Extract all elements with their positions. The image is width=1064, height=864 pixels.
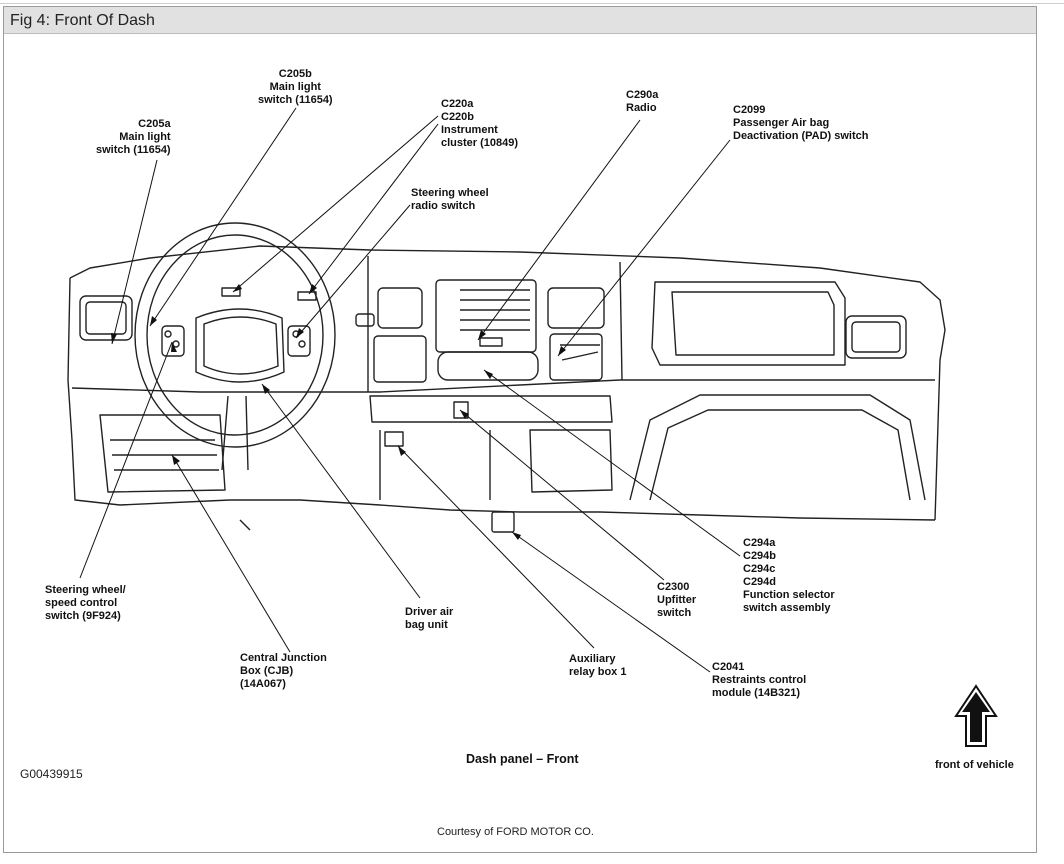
leader-c205a: [111, 159, 158, 345]
label-aux-relay: Auxiliary relay box 1: [569, 653, 627, 678]
leader-c2300: [459, 409, 665, 581]
leader-c205b: [149, 107, 297, 327]
leader-c220b: [308, 123, 439, 295]
leader-c290a: [477, 119, 641, 341]
label-cjb: Central Junction Box (CJB) (14A067): [240, 652, 327, 690]
label-c220: C220a C220b Instrument cluster (10849): [441, 98, 519, 149]
label-driver-airbag: Driver air bag unit: [405, 606, 454, 631]
leader-c294: [483, 369, 741, 557]
label-steering-speed: Steering wheel/ speed control switch (9F…: [45, 584, 126, 622]
figure-caption: Dash panel – Front: [466, 752, 579, 766]
leader-cjb: [171, 454, 291, 653]
dash-outline: [67, 222, 946, 533]
figure-id: G00439915: [20, 767, 83, 781]
front-of-vehicle-arrow: [954, 684, 998, 747]
front-of-vehicle-label: front of vehicle: [935, 759, 1014, 771]
label-c2041: C2041 Restraints control module (14B321): [712, 661, 807, 699]
figure-title-bar: Fig 4: Front Of Dash: [4, 7, 1036, 34]
label-c290a: C290a Radio: [626, 89, 659, 114]
leader-c2041: [511, 531, 711, 673]
label-c2099: C2099 Passenger Air bag Deactivation (PA…: [733, 104, 869, 142]
leader-aux-relay: [397, 445, 595, 649]
figure-frame: Fig 4: Front Of Dash: [3, 6, 1037, 853]
leader-lines: [79, 107, 741, 673]
courtesy-line: Courtesy of FORD MOTOR CO.: [437, 826, 594, 838]
label-steering-wheel-radio: Steering wheel radio switch: [411, 187, 489, 212]
leader-c220a: [232, 115, 439, 293]
label-c2300: C2300 Upfitter switch: [657, 581, 697, 619]
figure-title: Fig 4: Front Of Dash: [10, 12, 155, 29]
leader-steering-speed: [79, 341, 173, 579]
top-rule: [0, 3, 1064, 4]
leader-driver-airbag: [261, 383, 421, 599]
leader-steering-radio: [295, 204, 411, 339]
label-c205a: C205a Main light switch (11654): [96, 118, 171, 156]
label-c294: C294a C294b C294c C294d Function selecto…: [743, 537, 835, 614]
label-c205b: C205b Main light switch (11654): [258, 68, 333, 106]
leader-c2099: [557, 139, 731, 357]
leader-arrowheads: [111, 284, 566, 540]
